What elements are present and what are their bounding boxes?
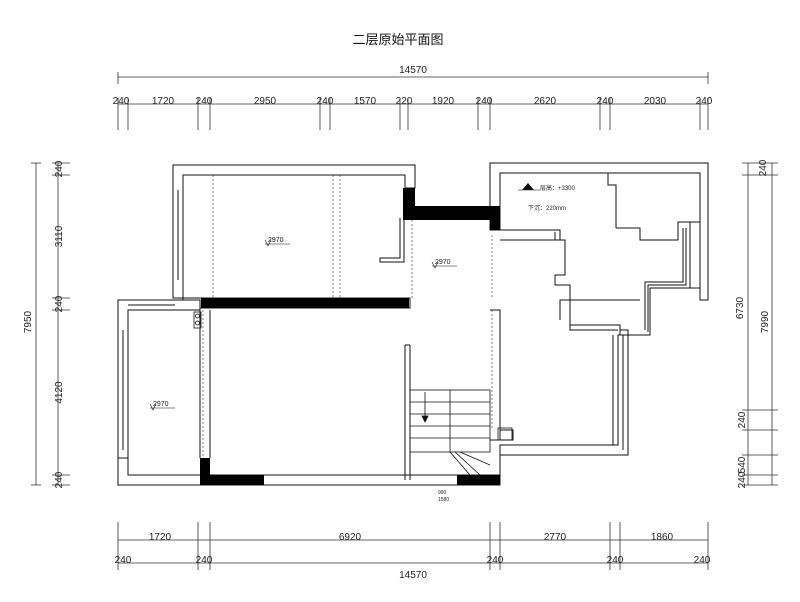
dimension-label: 240	[607, 555, 624, 566]
dimension-label: 3110	[54, 225, 65, 247]
dimension-label: 2620	[534, 96, 557, 107]
dimension-label: 2030	[644, 96, 667, 107]
room-label: 2970	[149, 401, 175, 411]
left-segment-labels: 240 3110 240 4120 240	[54, 160, 65, 488]
dimension-label: 240	[597, 96, 614, 107]
dimension-label: 240	[696, 96, 713, 107]
dimension-label: 4120	[54, 381, 65, 404]
room-height-text: 2970	[153, 401, 169, 408]
room-height-text: 2970	[268, 237, 284, 244]
dimension-label: 240	[54, 160, 65, 177]
dimension-label: 240	[487, 555, 504, 566]
dimension-label: 240	[113, 96, 130, 107]
left-total-dim: 7950	[23, 310, 34, 333]
dimension-label: 240	[54, 295, 65, 312]
bottom-total-dim: 14570	[399, 570, 427, 581]
plan-title: 二层原始平面图	[352, 33, 443, 48]
dimension-label: 240	[737, 471, 748, 488]
dimension-label: 220	[396, 96, 413, 107]
room-label: 2970	[431, 259, 457, 269]
dimension-label: 240	[476, 96, 493, 107]
dimension-label: 1720	[149, 532, 172, 543]
dimension-label: 240	[737, 411, 748, 428]
dimension-label: 240	[196, 96, 213, 107]
column-markers	[193, 311, 513, 441]
right-inner-dim: 6730	[735, 296, 746, 319]
floor-height-note: 层高：+3300	[540, 184, 576, 192]
dimension-label: 240	[54, 471, 65, 488]
dimension-label: 2770	[544, 532, 567, 543]
right-dimension-chain	[742, 162, 778, 486]
right-total-dim: 7990	[760, 310, 771, 333]
dimension-label: 240	[694, 555, 711, 566]
room-height-text: 2970	[435, 259, 451, 266]
dimension-label: 240	[115, 555, 132, 566]
beam-lines	[202, 175, 555, 458]
arrow-down-icon	[421, 392, 429, 423]
top-total-dim: 14570	[399, 65, 427, 76]
top-dimension-chain	[117, 72, 709, 130]
bottom-segment-labels: 1720 6920 2770 1860	[149, 532, 674, 543]
bottom-detail-labels: 240 240 240 240 240	[115, 555, 711, 566]
dimension-label: 240	[196, 555, 213, 566]
bottom-dimension-chain	[117, 522, 709, 570]
small-note: 1580	[438, 497, 449, 503]
dimension-label: 2950	[254, 96, 277, 107]
dimension-label: 6920	[339, 532, 362, 543]
room-label: 2970	[264, 237, 290, 247]
dimension-label: 1860	[651, 532, 674, 543]
solid-walls	[200, 188, 500, 485]
dimension-label: 1720	[152, 96, 175, 107]
small-note: 990	[438, 490, 447, 496]
staircase	[409, 389, 491, 476]
top-segment-labels: 240 1720 240 2950 240 1570 220 1920 240 2620 240 20…	[113, 96, 713, 107]
dimension-label: 240	[317, 96, 334, 107]
dimension-label: 540	[737, 456, 748, 473]
dimension-label: 1570	[354, 96, 377, 107]
triangle-level-icon	[518, 183, 540, 191]
dimension-label: 1920	[432, 96, 455, 107]
beam-drop-note: 下沉：220mm	[528, 204, 566, 212]
left-dimension-chain	[31, 162, 70, 486]
dimension-label: 240	[758, 159, 769, 176]
